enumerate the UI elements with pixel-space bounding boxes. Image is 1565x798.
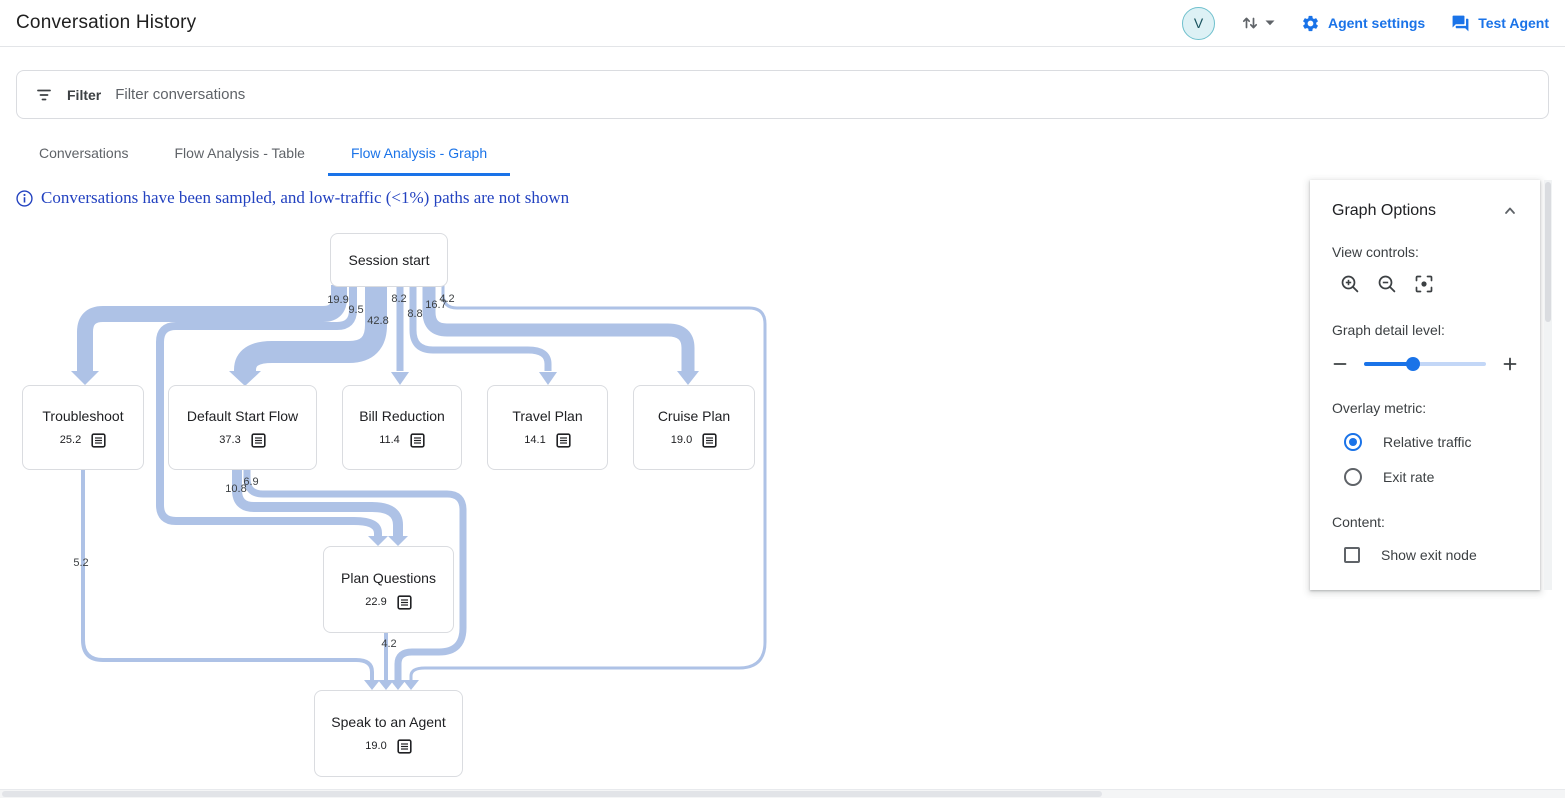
graph-options-panel: Graph Options View controls: — [1310, 180, 1540, 590]
horizontal-scrollbar-thumb[interactable] — [2, 791, 1102, 797]
filter-icon — [37, 89, 51, 100]
sort-button[interactable] — [1241, 14, 1275, 32]
node-value: 25.2 — [59, 434, 82, 446]
checkbox-icon — [1344, 547, 1360, 563]
node-value: 19.0 — [670, 434, 693, 446]
top-bar-actions: V Agent settings Test Agent — [1181, 6, 1549, 40]
avatar-letter: V — [1193, 15, 1204, 31]
radio-icon — [1344, 468, 1362, 486]
zoom-in-icon — [1341, 275, 1359, 293]
gear-icon — [1303, 15, 1318, 31]
overlay-metric-label: Overlay metric: — [1332, 400, 1427, 416]
zoom-in-button[interactable] — [1340, 274, 1360, 294]
edge-default-start-flow-plan-questions — [232, 468, 403, 537]
edge-label: 19.9 — [327, 294, 349, 306]
detail-decrease-button[interactable] — [1332, 356, 1348, 372]
chevron-up-icon — [1505, 207, 1515, 214]
edge-label: 10.8 — [225, 483, 247, 495]
zoom-out-icon — [1378, 275, 1396, 293]
sampling-notice-text: Conversations have been sampled, and low… — [41, 188, 570, 207]
detail-level-label: Graph detail level: — [1332, 322, 1445, 338]
content-label: Content: — [1332, 514, 1385, 530]
node-speak-to-an-agent[interactable]: Speak to an Agent 19.0 — [314, 690, 463, 777]
edge-session-cruise-plan — [422, 285, 695, 371]
details-table-icon[interactable] — [397, 738, 412, 754]
node-session-start[interactable]: Session start — [330, 233, 448, 287]
collapse-panel-button[interactable] — [1502, 203, 1518, 219]
vertical-scrollbar-thumb[interactable] — [1545, 182, 1551, 322]
edge-troubleshoot-speak-to-an-agent — [81, 470, 374, 681]
zoom-out-button[interactable] — [1377, 274, 1397, 294]
graph-options-title: Graph Options — [1332, 202, 1437, 219]
edge-session-default-start-flow — [234, 285, 387, 372]
node-default-start-flow[interactable]: Default Start Flow 37.3 — [168, 385, 317, 470]
edge-default-start-flow-speak-to-an-agent — [243, 468, 467, 681]
center-focus-icon — [1415, 275, 1433, 293]
node-value: 19.0 — [365, 740, 387, 752]
details-table-icon[interactable] — [556, 432, 571, 448]
flow-edges — [77, 285, 767, 681]
node-value: 14.1 — [524, 434, 546, 446]
minus-icon — [1333, 363, 1347, 365]
edge-label: 4.2 — [381, 638, 397, 650]
edge-label: 8.8 — [407, 308, 423, 320]
avatar[interactable]: V — [1181, 6, 1215, 40]
detail-slider-track[interactable] — [1364, 357, 1486, 371]
node-troubleshoot[interactable]: Troubleshoot 25.2 — [22, 385, 144, 470]
top-bar: Conversation History V Agent settings — [0, 0, 1565, 47]
radio-exit-rate[interactable]: Exit rate — [1344, 468, 1518, 486]
node-travel-plan[interactable]: Travel Plan 14.1 — [487, 385, 608, 470]
detail-slider-thumb[interactable] — [1405, 357, 1420, 371]
checkbox-show-exit-node[interactable]: Show exit node — [1344, 547, 1518, 563]
info-icon — [16, 189, 33, 207]
edge-session-travel-plan — [409, 285, 552, 371]
agent-settings-button[interactable]: Agent settings — [1301, 14, 1425, 33]
edge-session-plan-questions — [156, 285, 382, 537]
tab-flow-analysis-graph[interactable]: Flow Analysis - Graph — [327, 133, 511, 176]
plus-icon — [1503, 357, 1517, 371]
chevron-down-icon — [1265, 20, 1275, 26]
detail-increase-button[interactable] — [1502, 356, 1518, 372]
test-agent-button[interactable]: Test Agent — [1451, 14, 1549, 33]
edge-label: 42.8 — [367, 315, 389, 327]
sampling-notice: Conversations have been sampled, and low… — [16, 188, 569, 208]
filter-input[interactable] — [115, 86, 1530, 103]
node-value: 11.4 — [379, 434, 400, 446]
edge-label: 8.2 — [391, 293, 407, 305]
edge-session-troubleshoot — [77, 285, 347, 371]
view-controls-label: View controls: — [1332, 244, 1419, 260]
test-agent-label: Test Agent — [1478, 15, 1549, 31]
sort-arrows-icon — [1242, 17, 1258, 29]
details-table-icon[interactable] — [702, 432, 717, 448]
flow-arrowheads — [71, 371, 699, 690]
node-cruise-plan[interactable]: Cruise Plan 19.0 — [633, 385, 755, 470]
chat-icon — [1452, 15, 1469, 31]
edge-label: 6.9 — [243, 476, 259, 488]
edge-label: 5.2 — [73, 557, 89, 569]
edge-label: 4.2 — [439, 293, 455, 305]
details-table-icon[interactable] — [251, 432, 266, 448]
radio-icon — [1344, 433, 1362, 451]
details-table-icon[interactable] — [91, 432, 106, 448]
filter-label: Filter — [67, 86, 102, 103]
node-bill-reduction[interactable]: Bill Reduction 11.4 — [342, 385, 462, 470]
page-title: Conversation History — [16, 12, 197, 33]
radio-relative-traffic[interactable]: Relative traffic — [1344, 433, 1518, 451]
filter-bar[interactable]: Filter — [16, 70, 1549, 119]
node-value: 37.3 — [219, 434, 241, 446]
node-value: 22.9 — [365, 596, 387, 608]
edge-session-speak-to-an-agent — [409, 285, 767, 681]
horizontal-scrollbar[interactable] — [0, 789, 1565, 798]
vertical-scrollbar[interactable] — [1544, 180, 1552, 590]
details-table-icon[interactable] — [397, 594, 412, 610]
edge-label: 9.5 — [348, 304, 364, 316]
edge-label: 16.7 — [425, 299, 447, 311]
center-graph-button[interactable] — [1414, 274, 1434, 294]
node-plan-questions[interactable]: Plan Questions 22.9 — [323, 546, 454, 633]
tab-flow-analysis-table[interactable]: Flow Analysis - Table — [174, 145, 305, 161]
tab-conversations[interactable]: Conversations — [39, 145, 129, 161]
agent-settings-label: Agent settings — [1327, 15, 1426, 31]
details-table-icon[interactable] — [410, 432, 425, 448]
tab-bar: Conversations Flow Analysis - Table Flow… — [16, 133, 511, 176]
